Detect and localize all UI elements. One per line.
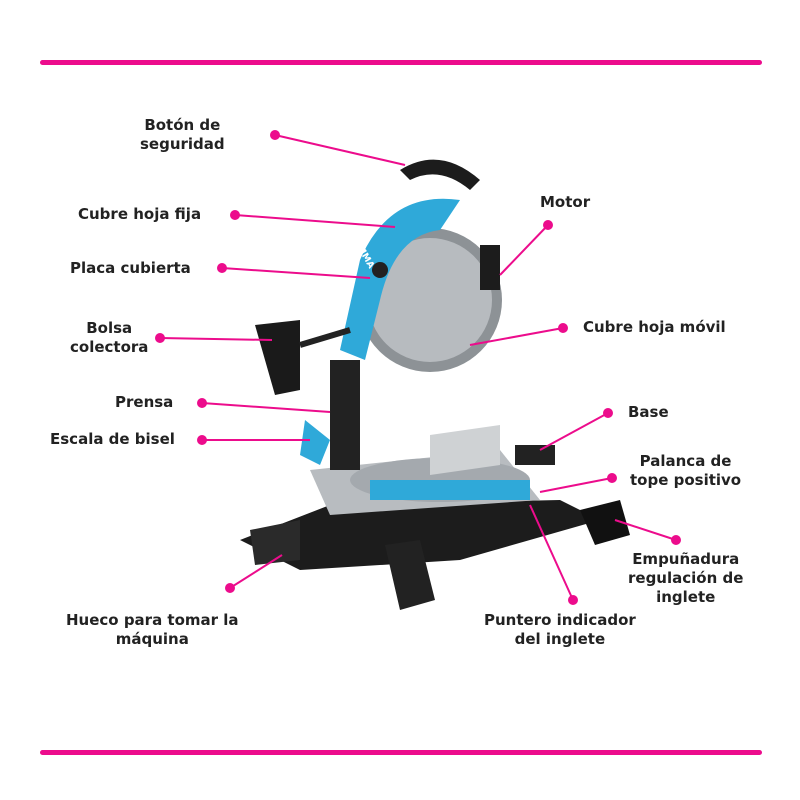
label-prensa: Prensa — [115, 393, 174, 411]
label-placa-cubierta: Placa cubierta — [70, 259, 191, 277]
saw-head: GAMMA — [255, 159, 502, 470]
label-escala-bisel: Escala de bisel — [50, 430, 175, 448]
bottom-divider — [40, 750, 762, 755]
top-divider — [40, 60, 762, 65]
saw-base — [240, 425, 630, 610]
label-motor: Motor — [540, 193, 591, 211]
label-cubre-hoja-movil: Cubre hoja móvil — [583, 318, 726, 336]
leader-lines — [155, 130, 681, 605]
label-base: Base — [628, 403, 669, 421]
label-cubre-hoja-fija: Cubre hoja fija — [78, 205, 202, 223]
